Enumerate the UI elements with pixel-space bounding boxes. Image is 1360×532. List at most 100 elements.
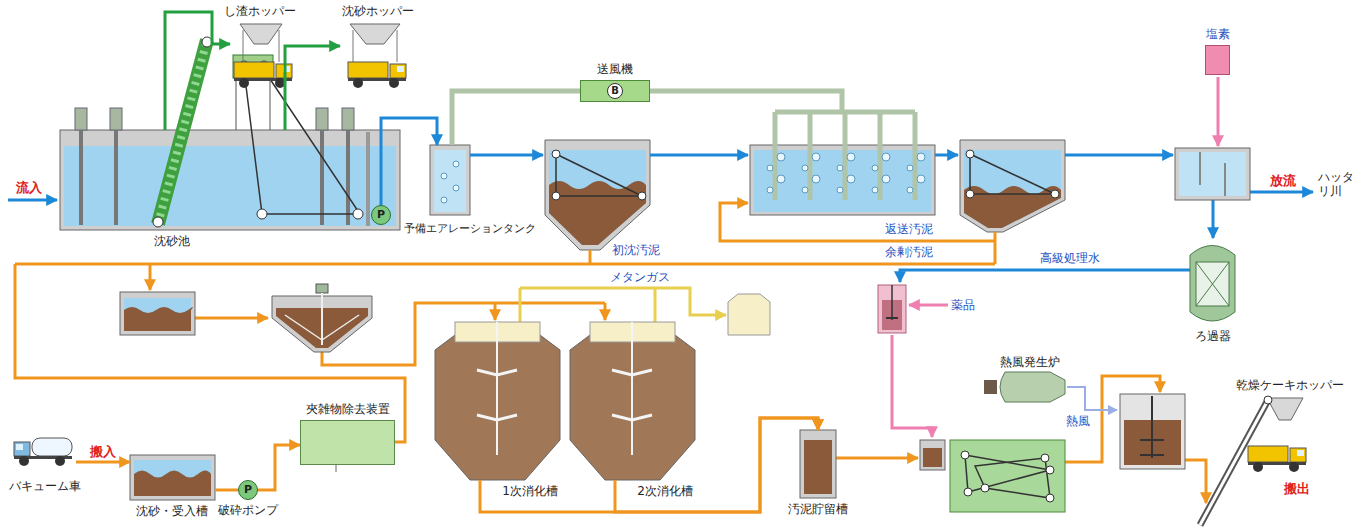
truck [55, 456, 65, 466]
conveyor [1200, 400, 1268, 525]
sludge-pipes [494, 303, 497, 320]
equipment-node: ろ過器 [1190, 240, 1235, 325]
air-bubbles [907, 165, 913, 171]
equipment-node: 沈砂ホッパー [340, 22, 415, 88]
flow-label: 放流 [1270, 173, 1296, 188]
grit-chamber [316, 108, 328, 130]
equipment-label: 予備エアレーションタンク [404, 222, 536, 236]
final-clarifier [966, 150, 974, 158]
equipment-node: 送風機B [580, 80, 650, 102]
final-clarifier [966, 190, 974, 198]
equipment-label: 熱風発生炉 [1000, 355, 1060, 369]
equipment-node: 沈砂池P [60, 130, 400, 230]
water-pipes [1250, 191, 1313, 194]
flow-pipe [215, 489, 238, 492]
hot-air-furnace [1067, 387, 1117, 410]
digester-tank [612, 415, 652, 420]
truck [1248, 446, 1306, 472]
mechanical-thickener [322, 315, 359, 340]
equipment-node: し渣ホッパー [230, 22, 290, 88]
air-bubbles [812, 153, 820, 161]
truck [390, 64, 406, 78]
feed-tank [923, 448, 942, 467]
chlorine-contact-tank [1175, 148, 1250, 200]
air-bubbles [812, 175, 820, 183]
equipment-node: 1次消化槽 [435, 322, 560, 480]
grit-collector [270, 78, 271, 130]
gas-holder [728, 294, 770, 335]
equipment-node: 乾燥ケーキホッパー [1265, 396, 1305, 426]
digester-tank [435, 322, 560, 480]
flow-label: 薬品 [951, 298, 975, 312]
water-pipes [650, 154, 748, 157]
equipment-node: 夾雑物除去装置 [300, 420, 395, 465]
flow-label: ハッタリ川 [1318, 170, 1354, 198]
mechanical-thickener [316, 284, 328, 293]
belt-press [1041, 454, 1049, 462]
conveyor [1200, 400, 1268, 525]
hoppers [279, 30, 280, 62]
gravity-thickener [124, 307, 193, 331]
bar-screen [153, 37, 212, 227]
grit-chamber [75, 108, 87, 130]
primary-clarifier [545, 140, 650, 250]
air-pipe [452, 91, 580, 145]
digester-tank [612, 370, 652, 375]
flow-label: 初沈汚泥 [612, 243, 660, 257]
final-clarifier [960, 140, 1065, 232]
truck [348, 62, 388, 78]
hot-air-furnace [984, 372, 1117, 410]
truck [14, 442, 30, 456]
water-pipes [1065, 154, 1173, 157]
sludge-pipes [149, 264, 152, 290]
gas-pipes [520, 288, 726, 322]
flow-label: 搬出 [1284, 481, 1310, 496]
final-clarifier [960, 140, 1065, 232]
edge-label: 搬入 [90, 444, 116, 459]
hoppers [1267, 398, 1303, 420]
flow-pipe [165, 12, 230, 130]
truck [1289, 462, 1299, 472]
equipment-node: 2次消化槽 [570, 322, 695, 480]
symbol-letter: P [244, 484, 252, 496]
belt-press [961, 451, 969, 459]
grit-collector [244, 70, 360, 214]
air-bubbles [917, 175, 925, 183]
water-pipes [900, 270, 1190, 282]
truck [239, 78, 249, 88]
dryer [1140, 439, 1164, 441]
belt-press [964, 488, 972, 496]
flow-label: 余剰汚泥 [885, 245, 933, 259]
bar-screen [153, 217, 163, 227]
grit-collector [353, 209, 363, 219]
receiving-tank [134, 471, 211, 497]
chemical-tank [878, 285, 906, 333]
equipment-node: 沈砂・受入槽 [130, 455, 215, 500]
digester-tank [477, 370, 517, 375]
receiving-tank [130, 455, 215, 500]
receiving-tank [130, 455, 215, 500]
sludge-pipes [720, 203, 995, 241]
inflow-pipe [8, 199, 57, 202]
chemical-pipes [1217, 77, 1220, 146]
filter-vessel [1190, 246, 1235, 322]
air-bubbles [907, 187, 913, 193]
sludge-pipes [604, 303, 607, 320]
flow-label: メタンガス [610, 270, 670, 284]
chlorine-contact-tank [1175, 148, 1250, 200]
primary-clarifier [549, 150, 646, 245]
water-pipes [935, 154, 958, 157]
mechanical-thickener [321, 293, 323, 345]
air-bubbles [872, 165, 878, 171]
air-bubbles [882, 153, 890, 161]
hoppers [350, 24, 400, 44]
symbol-letter: P [377, 209, 385, 221]
air-bubbles [441, 197, 447, 203]
equipment-label: 塩素 [1206, 27, 1230, 41]
grit-collector [236, 78, 237, 130]
equipment-label: 沈砂・受入槽 [136, 504, 208, 518]
truck [19, 456, 29, 466]
grit-chamber [342, 108, 354, 130]
equipment-node: 予備エアレーションタンク [430, 145, 470, 215]
equipment-label: 沈砂池 [154, 234, 190, 248]
